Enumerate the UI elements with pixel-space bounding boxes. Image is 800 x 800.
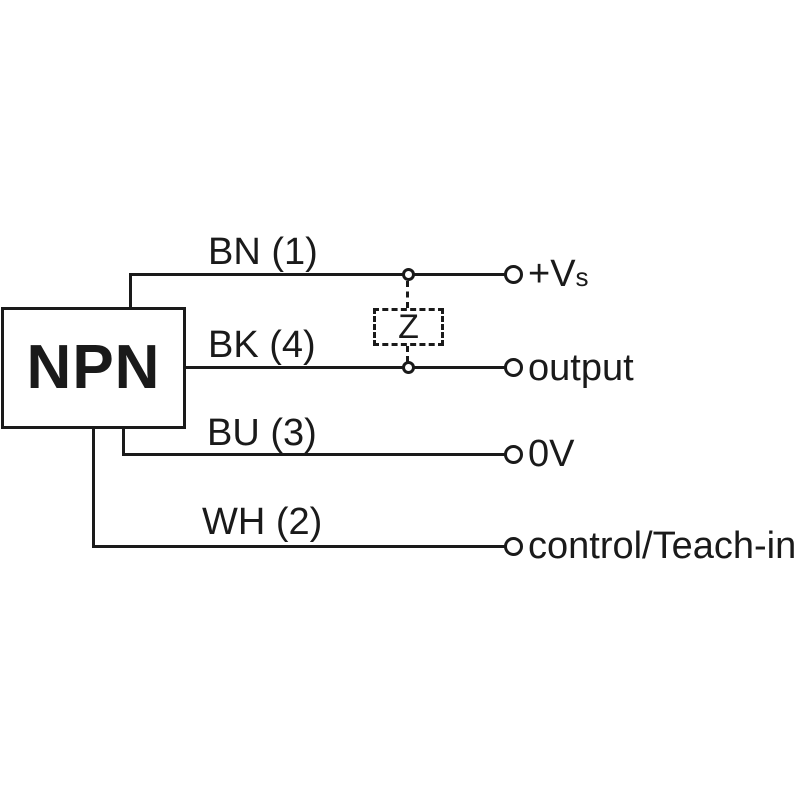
terminal-label-vs-main: +V: [528, 253, 576, 295]
load-wire-lower-dashed: [406, 346, 409, 362]
terminal-circle-0v: [504, 445, 523, 464]
terminal-label-0v-main: 0V: [528, 433, 575, 475]
wire-label-bn: BN (1): [208, 231, 318, 273]
wire-label-bu: BU (3): [207, 412, 317, 454]
wire-wh-vertical-line: [92, 429, 95, 548]
terminal-circle-vs: [504, 265, 523, 284]
wire-wh-horizontal-line: [92, 545, 505, 548]
terminal-label-vs: +Vs: [528, 255, 589, 296]
junction-dot-output: [402, 361, 415, 374]
device-label: NPN: [26, 333, 161, 402]
terminal-label-control-main: control/Teach-in: [528, 525, 797, 567]
load-box: Z: [373, 308, 444, 346]
terminal-circle-control: [504, 537, 523, 556]
wire-bu-vertical-line: [122, 429, 125, 455]
wire-label-bk: BK (4): [208, 324, 316, 366]
terminal-label-0v: 0V: [528, 435, 574, 476]
terminal-label-vs-sub: s: [575, 262, 589, 292]
load-wire-upper-dashed: [406, 281, 409, 308]
terminal-circle-output: [504, 358, 523, 377]
device-box: NPN: [1, 307, 186, 429]
terminal-label-control: control/Teach-in: [528, 527, 796, 568]
terminal-label-output-main: output: [528, 347, 634, 389]
wire-bu-horizontal-line: [122, 453, 505, 456]
junction-dot-vs: [402, 268, 415, 281]
wire-bn-horizontal-line: [129, 273, 505, 276]
load-label: Z: [398, 308, 419, 346]
wire-label-wh: WH (2): [202, 501, 323, 543]
wire-bn-vertical-line: [129, 274, 132, 308]
wire-bk-horizontal-line: [184, 366, 505, 369]
terminal-label-output: output: [528, 349, 634, 390]
